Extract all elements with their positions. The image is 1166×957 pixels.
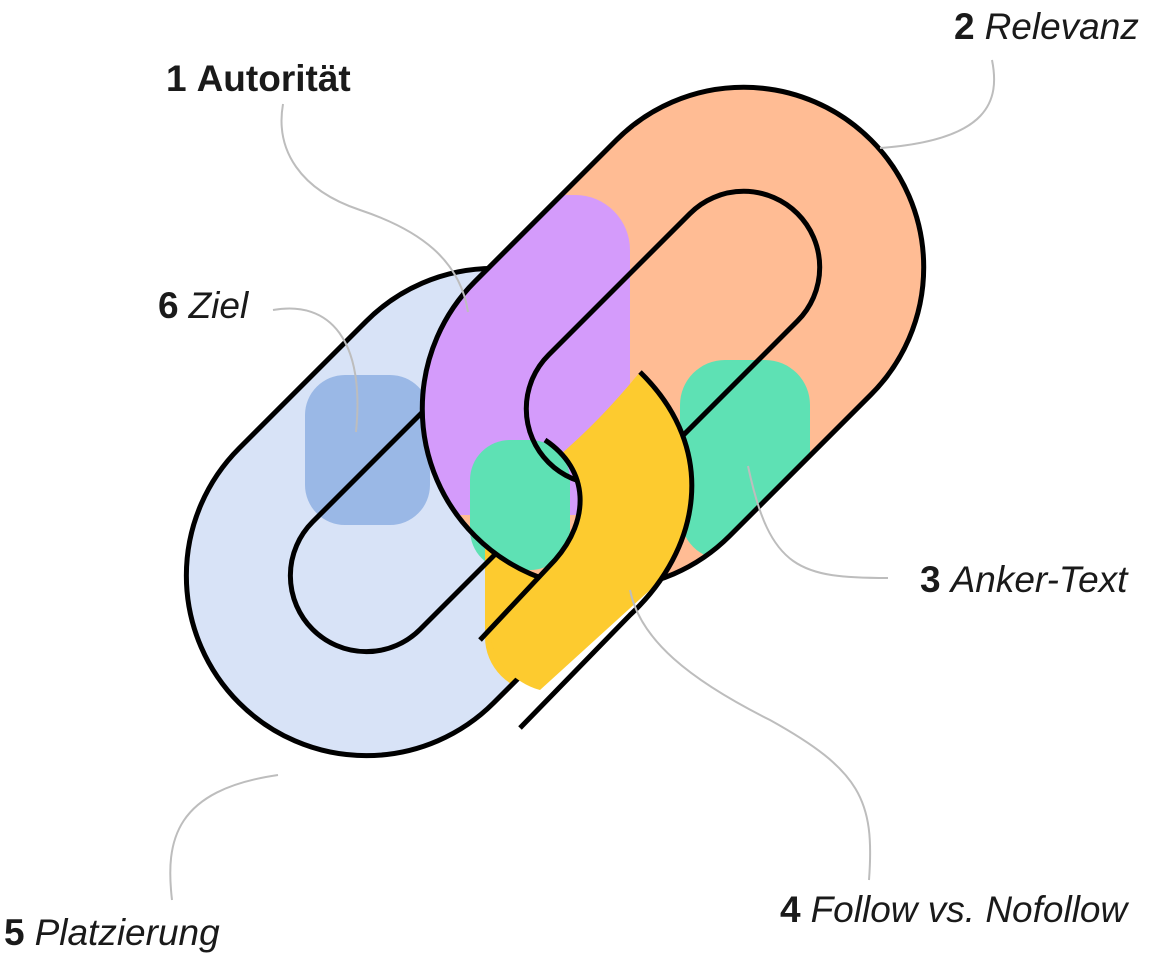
- segment-anker-text-overlap: [470, 440, 570, 570]
- label-text: Relevanz: [984, 6, 1139, 47]
- leader-platzierung: [169, 774, 279, 901]
- label-text: Platzierung: [34, 912, 220, 953]
- label-number: 6: [158, 285, 179, 326]
- label-text: Follow vs. Nofollow: [810, 889, 1128, 930]
- follow-arc-outline: [518, 370, 695, 730]
- leader-anker-text: [747, 465, 889, 579]
- follow-arc-fill: [490, 372, 691, 690]
- label-text: Anker-Text: [950, 559, 1128, 600]
- label-number: 3: [920, 559, 941, 600]
- segment-anker-text-lower: [680, 360, 810, 560]
- label-number: 2: [954, 6, 975, 47]
- leader-lines: [169, 59, 996, 901]
- label-number: 4: [780, 889, 801, 930]
- label-number: 5: [4, 912, 25, 953]
- link-lower-front-arc: [478, 370, 695, 730]
- follow-arc-inner-outline: [478, 437, 583, 642]
- label-text: Ziel: [188, 285, 249, 326]
- label-number: 1: [166, 58, 187, 99]
- link-upper-outline: [419, 84, 927, 592]
- label-text: Autorität: [196, 58, 351, 99]
- leader-relevanz: [879, 59, 996, 149]
- leader-ziel: [272, 307, 359, 433]
- leader-autoritaet: [280, 103, 469, 313]
- segment-ziel: [305, 375, 430, 525]
- leader-follow: [629, 589, 872, 881]
